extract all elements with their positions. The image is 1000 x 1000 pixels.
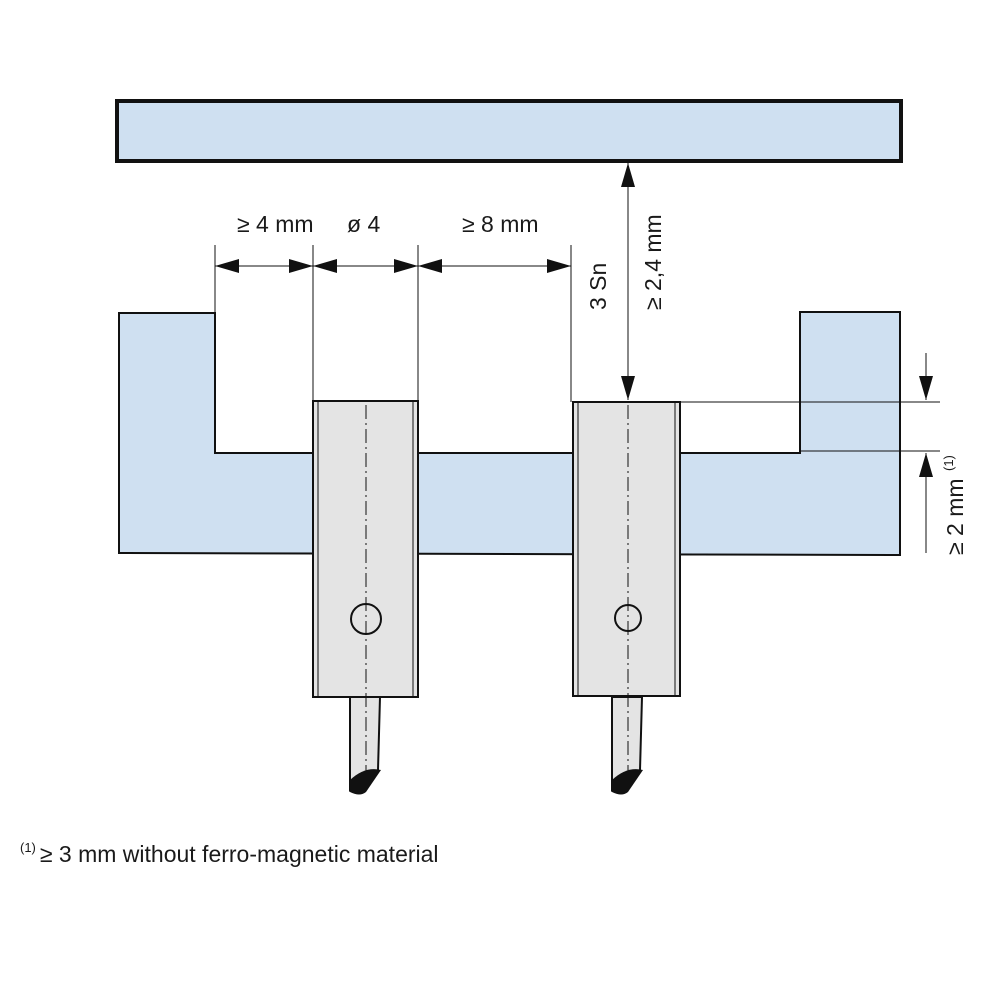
- label-gap-between: ≥ 8 mm: [462, 211, 539, 237]
- led-indicator: [350, 603, 382, 635]
- label-diameter: ø 4: [347, 211, 380, 237]
- mounting-base: [118, 311, 901, 557]
- label-gap-left: ≥ 4 mm: [237, 211, 314, 237]
- label-sensing-range: 3 Sn: [585, 263, 611, 310]
- cable-end: [612, 769, 643, 795]
- sensor-left: [312, 400, 419, 795]
- label-gap-target: ≥ 2,4 mm: [640, 214, 666, 310]
- footnote: (1)≥ 3 mm without ferro-magnetic materia…: [20, 840, 439, 868]
- sensor-body: [572, 401, 681, 697]
- target-plate: [115, 99, 903, 163]
- cable-end: [350, 769, 381, 795]
- led-indicator: [614, 604, 642, 632]
- sensor-right: [572, 401, 681, 795]
- label-flush-note: (1): [941, 455, 956, 471]
- label-flush: ≥ 2 mm: [942, 478, 968, 555]
- footnote-text: ≥ 3 mm without ferro-magnetic material: [39, 841, 439, 867]
- footnote-mark: (1): [20, 840, 36, 855]
